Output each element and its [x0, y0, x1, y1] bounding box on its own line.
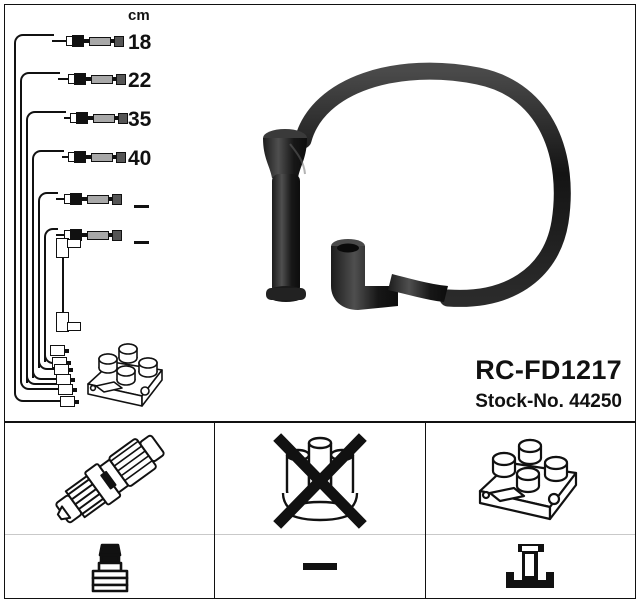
- harness-lead-5: [56, 192, 124, 206]
- cable-length-table: cm: [128, 8, 188, 23]
- harness-bus-4: [32, 166, 35, 378]
- right-angle-boot-top: [56, 238, 69, 258]
- harness-terminal-6: [60, 396, 79, 407]
- spark-plug-icon: [5, 423, 214, 534]
- icon-panel-row: [4, 422, 636, 599]
- harness-lower-elbow-5: [38, 358, 62, 370]
- stock-number: Stock-No. 44250: [475, 391, 622, 412]
- harness-lower-elbow-1: [14, 370, 70, 402]
- product-code: RC-FD1217: [475, 355, 622, 385]
- harness-terminal-1: [50, 345, 69, 356]
- harness-elbow-3: [26, 111, 66, 129]
- length-value-2: 22: [128, 69, 152, 92]
- dash-marker: [215, 534, 425, 598]
- panel-ignition-coil: [424, 423, 635, 598]
- harness-elbow-5: [38, 192, 58, 210]
- harness-lead-4: [62, 150, 130, 164]
- harness-lead-1: [52, 34, 124, 48]
- coil-pack-drawing: [87, 343, 163, 407]
- coil-terminal-connector-icon: [425, 534, 635, 598]
- length-value-4: 40: [128, 147, 152, 170]
- length-unit-label: cm: [128, 7, 150, 24]
- harness-lead-2: [58, 72, 126, 86]
- harness-bus-5: [38, 208, 41, 368]
- length-value-6-dash: [134, 234, 149, 252]
- spark-plug-boot-icon: [5, 534, 215, 598]
- harness-elbow-4: [32, 150, 64, 168]
- harness-elbow-1: [14, 34, 54, 52]
- harness-lower-elbow-3: [26, 373, 66, 385]
- panel-distributor-cap: [214, 423, 425, 598]
- harness-bus-6: [44, 244, 47, 362]
- length-value-5-dash: [134, 198, 149, 216]
- harness-lead-6: [56, 228, 124, 242]
- distributor-cap-crossed-out-icon: [215, 423, 424, 534]
- ignition-cable-photo: [263, 62, 571, 310]
- harness-elbow-6: [44, 228, 58, 246]
- length-value-1: 18: [128, 31, 152, 54]
- harness-bus-3: [26, 127, 29, 383]
- main-diagram-frame: [4, 4, 636, 422]
- harness-terminal-5: [58, 384, 77, 395]
- harness-bus-1: [14, 50, 17, 380]
- harness-lead-3: [64, 111, 132, 125]
- length-value-3: 35: [128, 108, 152, 131]
- harness-elbow-2: [20, 72, 60, 90]
- panel-spark-plug: [5, 423, 215, 598]
- harness-bus-2: [20, 88, 23, 376]
- short-cable-assembly: [48, 238, 94, 333]
- ignition-coil-pack-icon: [426, 423, 635, 534]
